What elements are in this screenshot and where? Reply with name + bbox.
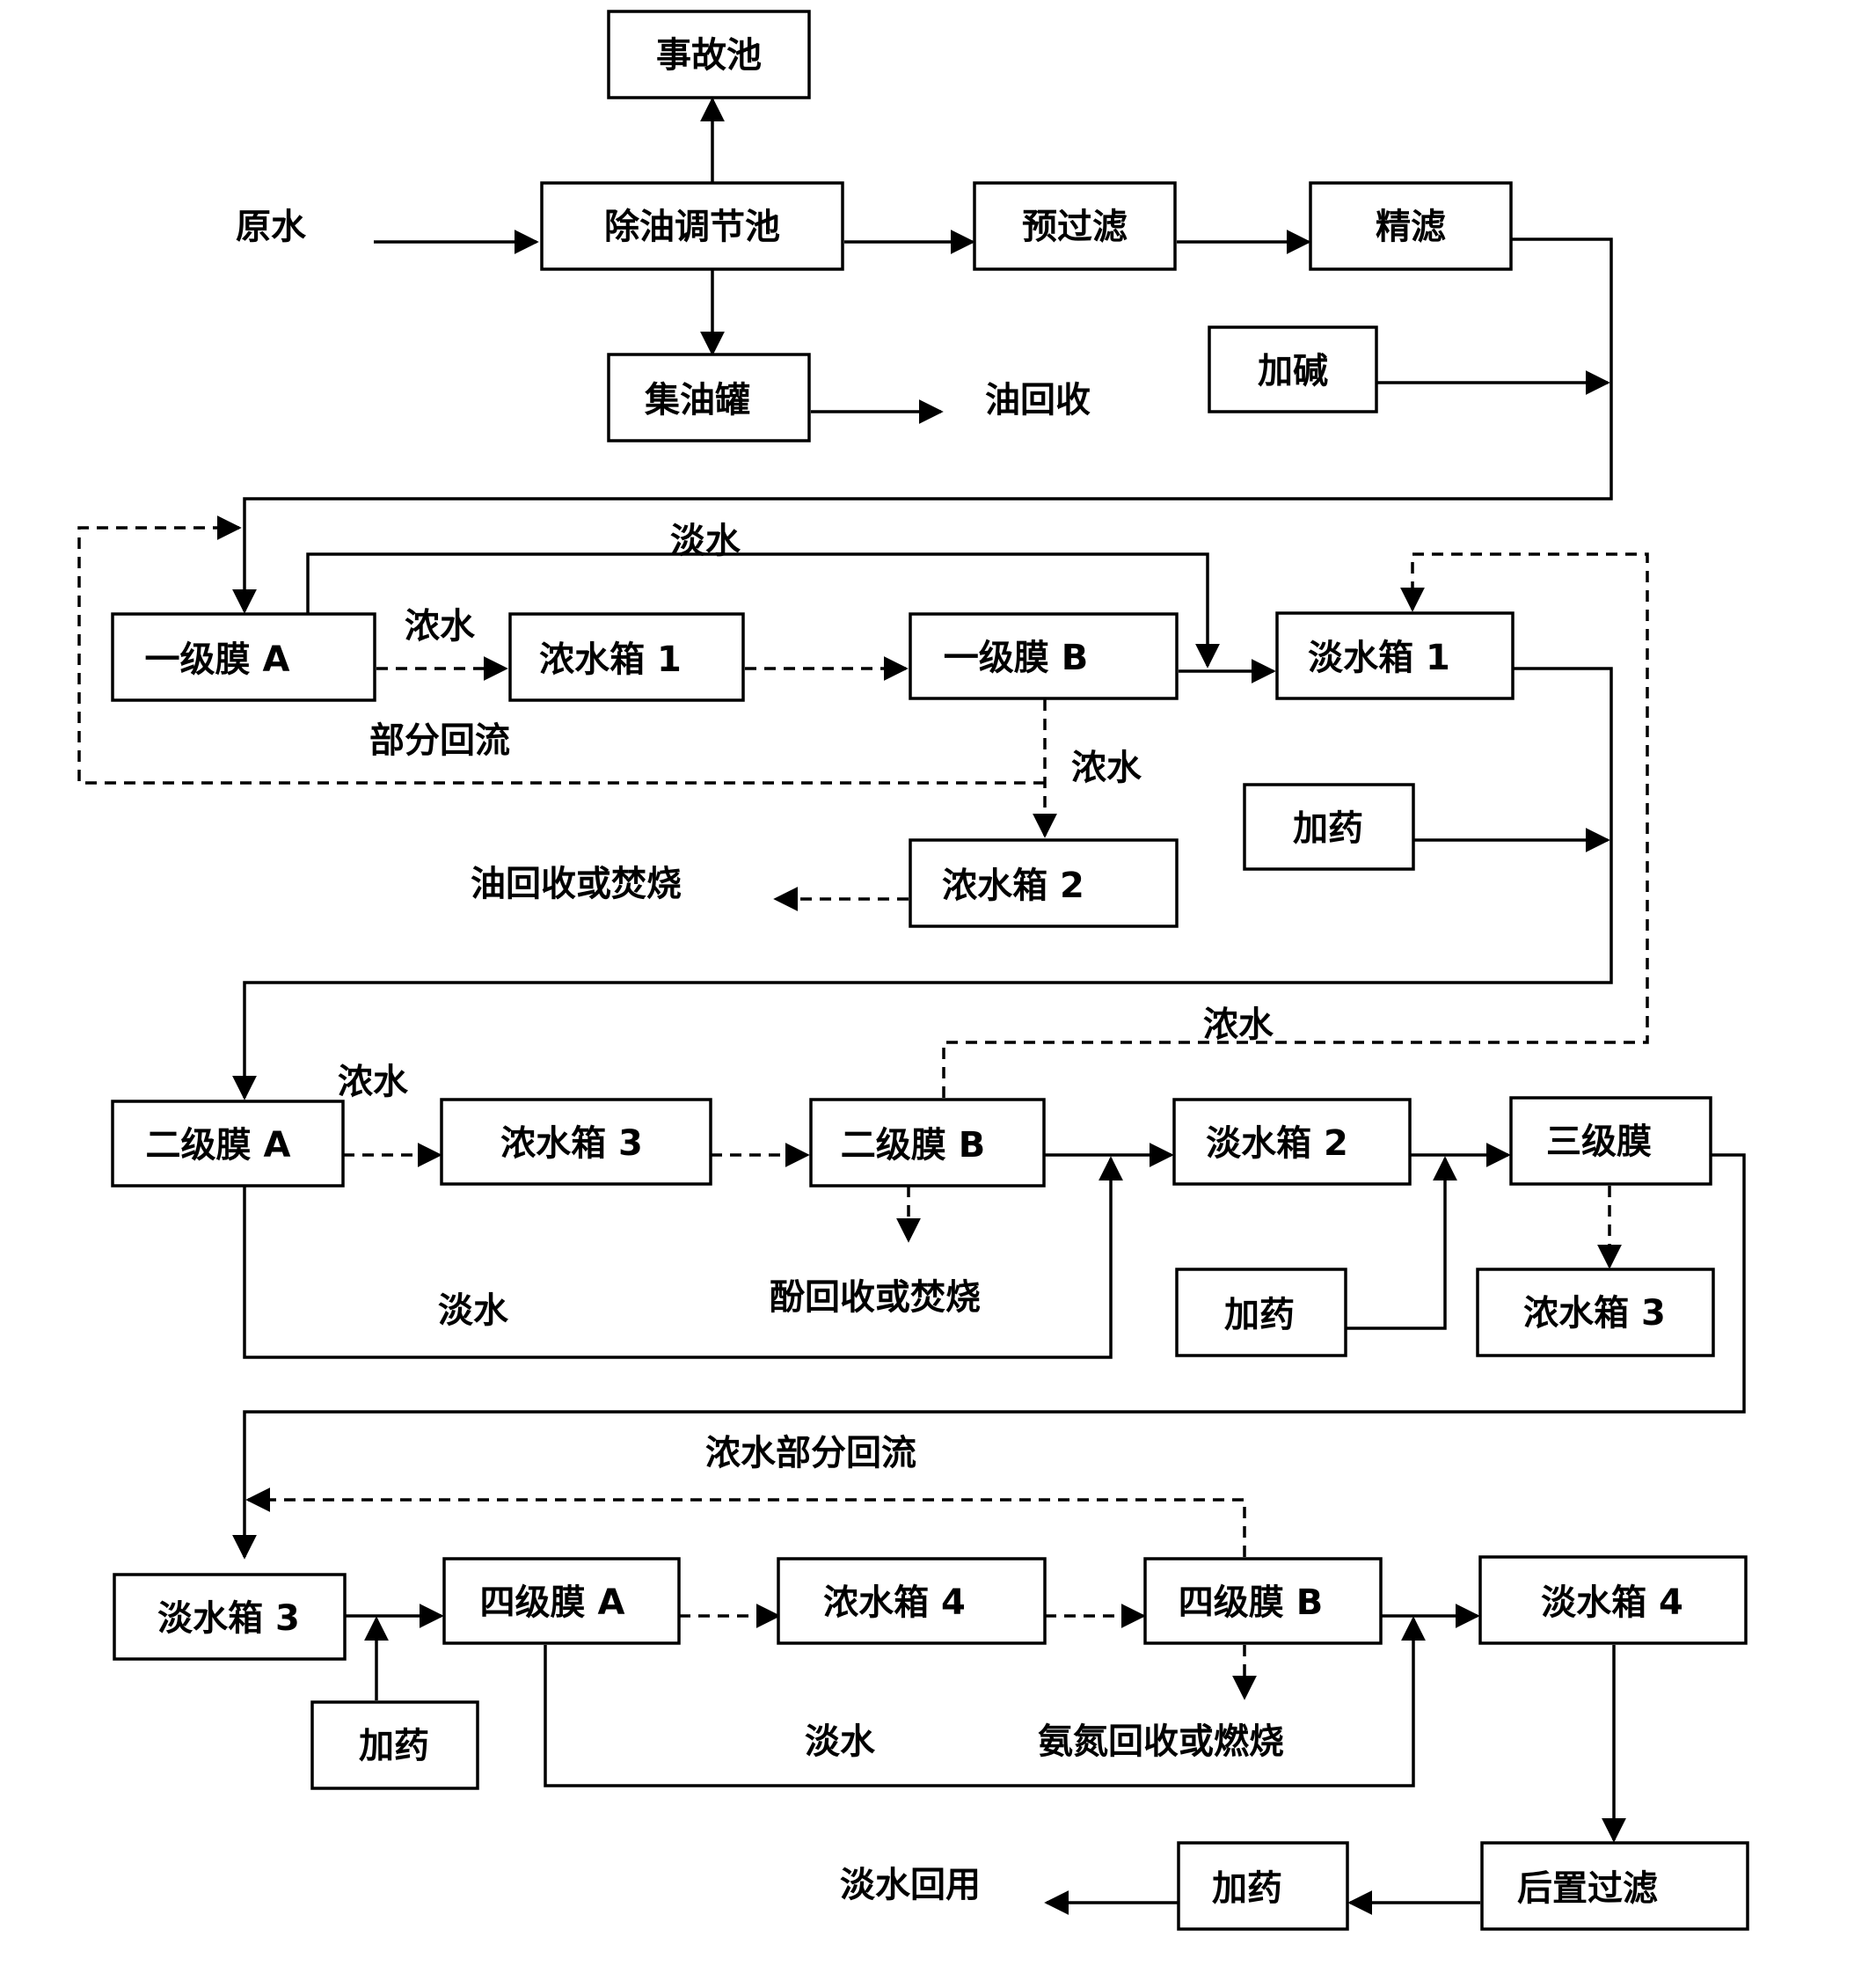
- line-fresh1-to-stage2: [232, 667, 1613, 1100]
- box-accident-pool: 事故池: [607, 10, 811, 99]
- box-post-filter: 后置过滤: [1480, 1841, 1749, 1931]
- process-boxes: 事故池 除油调节池 集油罐 预过滤 精滤 加碱 一级膜 A 浓水箱 1: [111, 10, 1749, 1931]
- box-add-chem-4: 加药: [1177, 1841, 1349, 1931]
- box-membrane-4a: 四级膜 A: [442, 1557, 681, 1645]
- label-phenol-recovery: 酚回收或焚烧: [770, 1277, 981, 1318]
- box-label: 浓水箱 3: [1523, 1293, 1666, 1334]
- box-label: 事故池: [656, 35, 762, 76]
- box-label: 淡水箱 1: [1308, 638, 1450, 678]
- label-concentrate-3: 浓水: [1203, 1005, 1274, 1045]
- box-membrane-1a: 一级膜 A: [111, 612, 376, 702]
- label-fresh-water-1: 淡水: [670, 521, 741, 561]
- box-oil-removal-tank: 除油调节池: [540, 181, 844, 271]
- label-oil-recovery: 油回收: [985, 380, 1091, 420]
- box-membrane-4b: 四级膜 B: [1143, 1557, 1383, 1645]
- box-oil-collection-tank: 集油罐: [607, 353, 811, 442]
- label-fresh-water-2: 淡水: [438, 1290, 509, 1331]
- box-fine-filter: 精滤: [1309, 181, 1513, 271]
- box-fresh-tank-3: 淡水箱 3: [113, 1573, 347, 1661]
- box-label: 淡水箱 3: [157, 1598, 300, 1639]
- box-fresh-tank-1: 淡水箱 1: [1275, 611, 1515, 700]
- box-fresh-tank-2: 淡水箱 2: [1172, 1098, 1412, 1186]
- box-label: 一级膜 B: [944, 638, 1088, 678]
- box-label: 三级膜: [1546, 1122, 1652, 1162]
- box-label: 淡水箱 4: [1541, 1582, 1683, 1623]
- label-oil-recovery-incineration: 油回收或焚烧: [471, 864, 682, 904]
- line-membrane3-to-stage4: [232, 1153, 1746, 1560]
- box-membrane-2b: 二级膜 B: [809, 1098, 1046, 1188]
- box-label: 一级膜 A: [145, 640, 290, 680]
- box-label: 浓水箱 1: [539, 640, 682, 680]
- line-fresh-4a-to-4b: [544, 1616, 1426, 1787]
- dashed-4b-reflux: [245, 1487, 1246, 1557]
- dashed-2b-to-fresh1: [942, 552, 1649, 1098]
- box-label: 集油罐: [644, 380, 750, 420]
- box-membrane-1b: 一级膜 B: [909, 612, 1179, 700]
- box-label: 二级膜 A: [146, 1125, 291, 1166]
- box-label: 浓水箱 3: [500, 1123, 643, 1164]
- box-label: 加药: [1224, 1295, 1295, 1335]
- box-concentrate-tank-1: 浓水箱 1: [508, 612, 745, 702]
- box-label: 加药: [1293, 808, 1363, 849]
- box-add-chem-3: 加药: [310, 1700, 479, 1790]
- box-concentrate-tank-2: 浓水箱 2: [909, 838, 1179, 928]
- box-pre-filter: 预过滤: [973, 181, 1177, 271]
- box-label: 加碱: [1258, 351, 1328, 391]
- box-label: 淡水箱 2: [1206, 1123, 1348, 1164]
- label-fresh-water-reuse: 淡水回用: [840, 1865, 981, 1905]
- box-concentrate-tank-3a: 浓水箱 3: [440, 1098, 712, 1186]
- box-label: 加药: [359, 1726, 429, 1766]
- box-label: 浓水箱 4: [823, 1582, 966, 1623]
- label-ammonia-recovery: 氨氮回收或燃烧: [1038, 1721, 1284, 1762]
- box-label: 精滤: [1376, 207, 1446, 247]
- box-label: 浓水箱 2: [942, 866, 1084, 906]
- box-membrane-3: 三级膜: [1509, 1096, 1712, 1186]
- label-concentrate-4: 浓水: [338, 1062, 409, 1102]
- label-partial-reflux: 部分回流: [369, 720, 510, 761]
- box-fresh-tank-4: 淡水箱 4: [1478, 1555, 1748, 1645]
- box-add-chem-1: 加药: [1243, 783, 1415, 871]
- box-add-chem-2: 加药: [1175, 1268, 1347, 1357]
- flow-labels: 原水 油回收 淡水 浓水 部分回流 浓水 油回收或焚烧 浓水 浓水 淡水 酚回收…: [236, 207, 1284, 1905]
- box-label: 加药: [1212, 1868, 1282, 1909]
- box-label: 后置过滤: [1517, 1868, 1658, 1909]
- label-concentrate-1: 浓水: [405, 606, 476, 647]
- box-label: 四级膜 B: [1179, 1582, 1323, 1623]
- label-concentrate-partial-reflux: 浓水部分回流: [705, 1433, 916, 1473]
- box-label: 二级膜 B: [841, 1125, 985, 1166]
- box-label: 预过滤: [1022, 207, 1128, 247]
- line-fresh-2a-to-2b: [243, 1156, 1123, 1359]
- dashed-reflux-loop: [77, 515, 1045, 785]
- box-membrane-2a: 二级膜 A: [111, 1100, 345, 1188]
- line-fresh-1a-to-1b: [306, 552, 1220, 669]
- box-label: 四级膜 A: [480, 1582, 625, 1623]
- box-label: 除油调节池: [604, 207, 780, 247]
- connectors: [77, 97, 1746, 1915]
- label-fresh-water-3: 淡水: [805, 1721, 876, 1762]
- line-chem2-in: [1346, 1156, 1457, 1330]
- box-concentrate-tank-4: 浓水箱 4: [777, 1557, 1047, 1645]
- label-concentrate-2: 浓水: [1071, 748, 1142, 788]
- line-finefilter-to-stage1: [232, 238, 1613, 614]
- box-add-alkali: 加碱: [1208, 325, 1378, 413]
- box-concentrate-tank-3b: 浓水箱 3: [1476, 1268, 1715, 1357]
- label-raw-water: 原水: [236, 207, 307, 247]
